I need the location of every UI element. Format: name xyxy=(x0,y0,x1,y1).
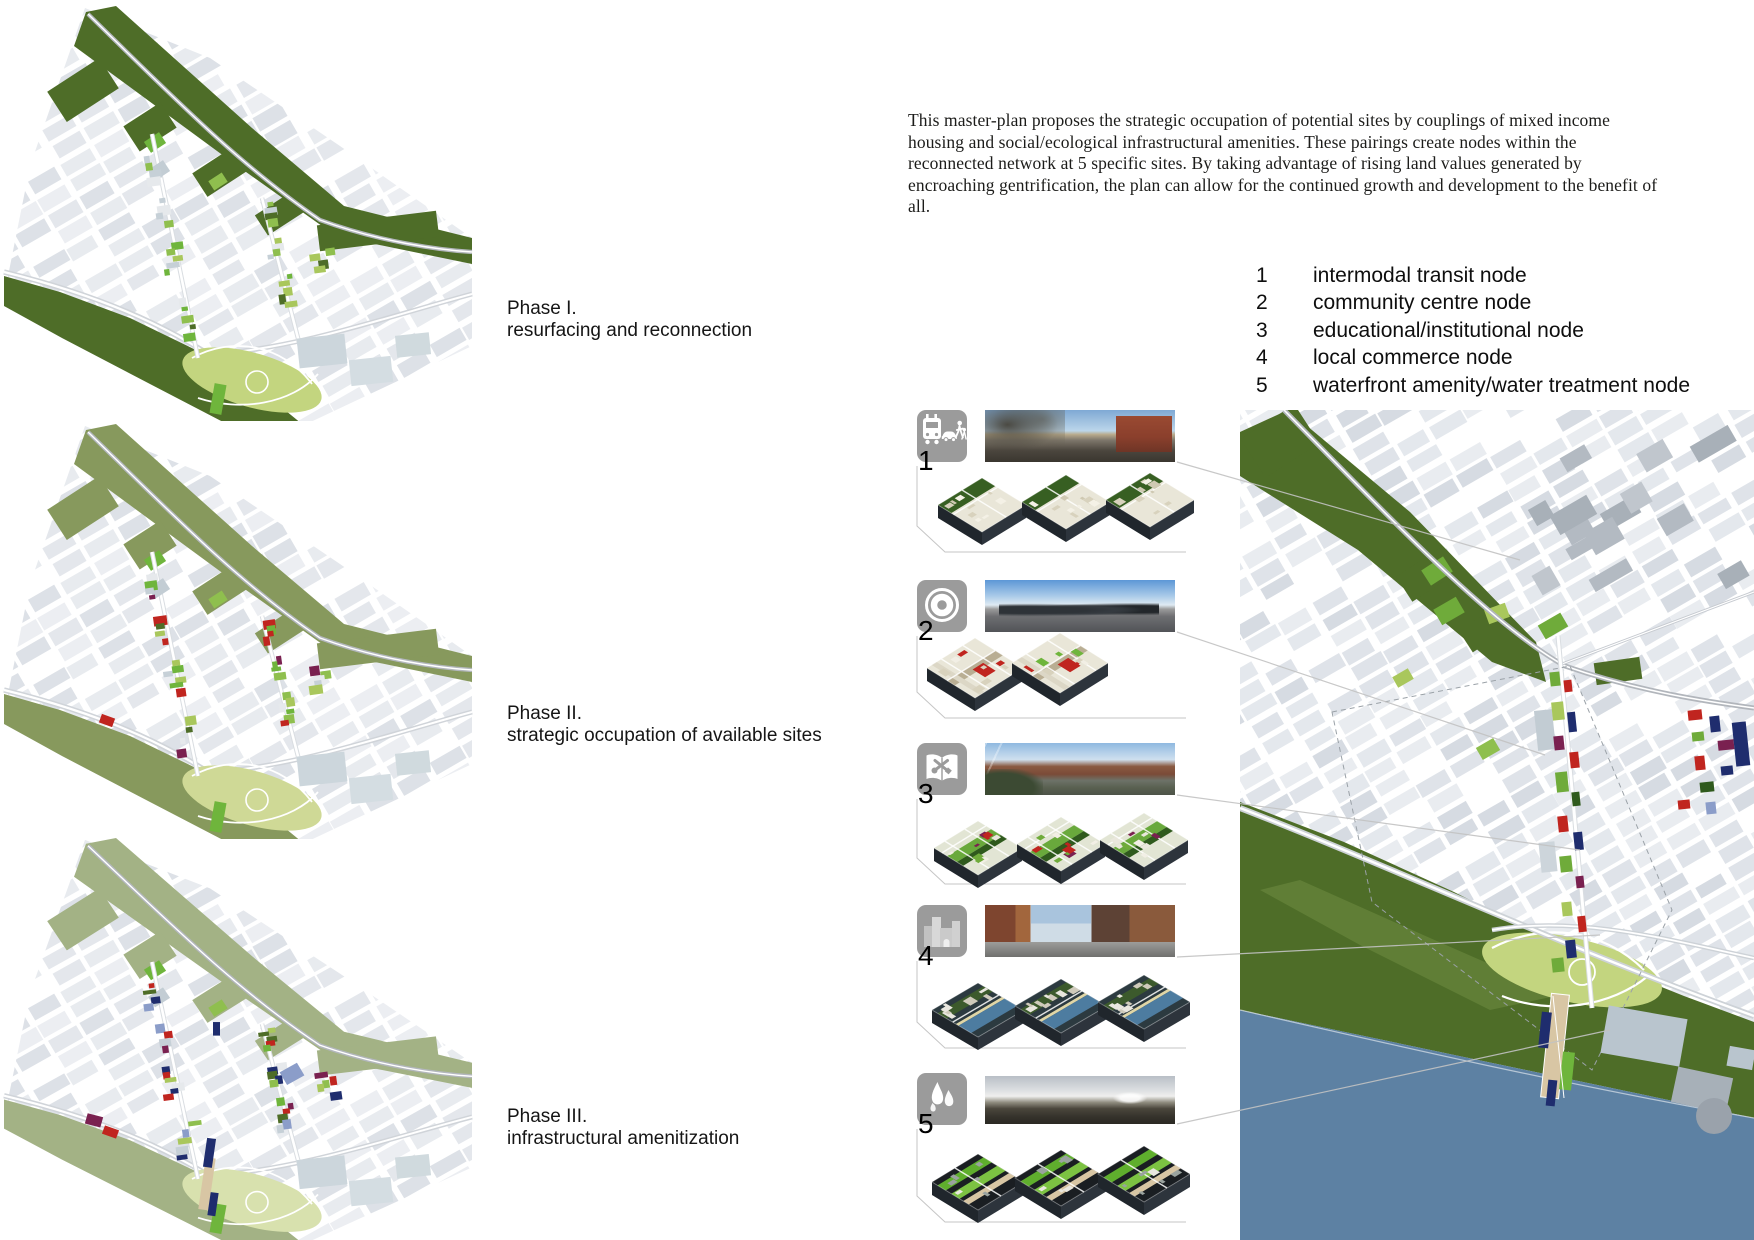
water-drops-icon xyxy=(930,1082,954,1112)
node-1-number: 1 xyxy=(918,445,934,476)
legend-item-number: 2 xyxy=(1256,291,1268,315)
legend-item-label: local commerce node xyxy=(1313,346,1513,370)
node-1-icon-badge xyxy=(917,410,967,462)
legend-item-number: 3 xyxy=(1256,318,1268,342)
transit-modes-icon xyxy=(923,414,967,445)
legend-item: 3 educational/institutional node xyxy=(1256,317,1690,344)
legend-item-label: educational/institutional node xyxy=(1313,318,1584,342)
buildings-icon xyxy=(924,917,960,947)
legend-item: 1 intermodal transit node xyxy=(1256,262,1690,289)
phase-1-map-figure xyxy=(3,6,473,421)
phase-2-subtitle: strategic occupation of available sites xyxy=(507,725,822,746)
node-5-number: 5 xyxy=(918,1108,934,1139)
phase-3-title: Phase III. xyxy=(507,1106,588,1127)
phase-3-label: Phase III. infrastructural amenitization xyxy=(507,1106,739,1150)
node-3-icon-badge xyxy=(917,743,967,795)
node-3-number: 3 xyxy=(918,778,934,809)
legend-item-number: 5 xyxy=(1256,373,1268,397)
node-legend: 1 intermodal transit node 2 community ce… xyxy=(1256,262,1690,399)
legend-item-number: 1 xyxy=(1256,264,1268,287)
legend-item-label: community centre node xyxy=(1313,291,1532,315)
node-4-icon-badge xyxy=(917,905,967,957)
open-book-tools-icon xyxy=(926,754,958,781)
bullseye-icon xyxy=(925,588,959,622)
node-1-photo xyxy=(985,410,1175,462)
node-5-photo xyxy=(985,1076,1175,1124)
legend-item: 4 local commerce node xyxy=(1256,344,1690,371)
legend-item: 5 waterfront amenity/water treatment nod… xyxy=(1256,372,1690,399)
phase-1-label: Phase I. resurfacing and reconnection xyxy=(507,298,752,342)
phase-1-subtitle: resurfacing and reconnection xyxy=(507,320,753,341)
phase-2-label: Phase II. strategic occupation of availa… xyxy=(507,703,822,747)
phase-1-title: Phase I. xyxy=(507,298,577,319)
node-4-number: 4 xyxy=(918,940,934,971)
legend-item: 2 community centre node xyxy=(1256,289,1690,316)
intro-paragraph: This master-plan proposes the strategic … xyxy=(908,110,1658,216)
legend-item-label: intermodal transit node xyxy=(1313,264,1527,287)
masterplan-main-map xyxy=(1240,410,1754,1240)
node-3-photo xyxy=(985,743,1175,795)
phase-3-map-figure xyxy=(3,838,473,1240)
node-2-number: 2 xyxy=(918,615,934,646)
legend-item-label: waterfront amenity/water treatment node xyxy=(1313,373,1691,397)
phase-2-map-figure xyxy=(3,424,473,839)
node-2-photo xyxy=(985,580,1175,632)
node-4-photo xyxy=(985,905,1175,957)
phase-3-subtitle: infrastructural amenitization xyxy=(507,1128,740,1149)
phase-2-title: Phase II. xyxy=(507,703,582,724)
legend-item-number: 4 xyxy=(1256,346,1268,370)
node-2-icon-badge xyxy=(917,580,967,632)
node-5-icon-badge xyxy=(917,1073,967,1125)
